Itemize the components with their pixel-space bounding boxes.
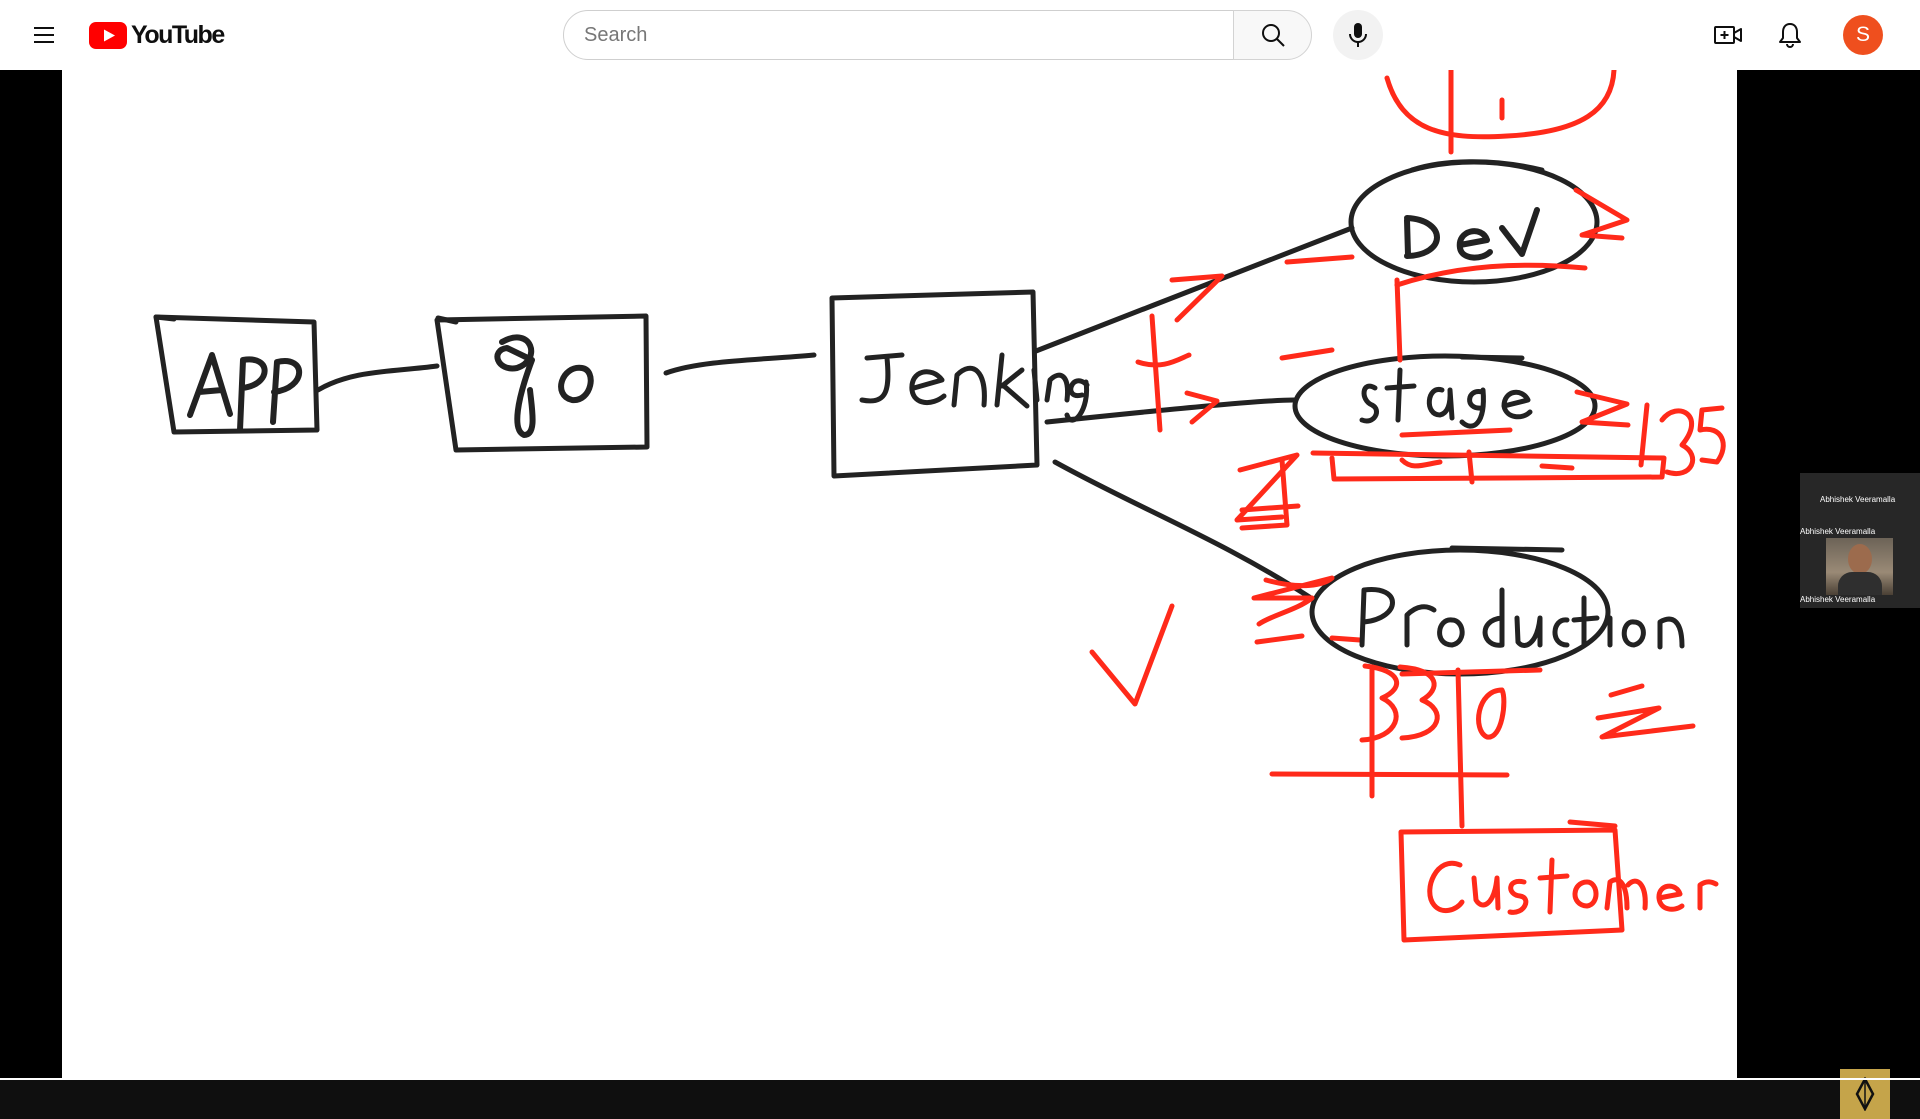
menu-icon — [34, 27, 54, 43]
masthead: YouTube S — [0, 0, 1920, 70]
notifications-button[interactable] — [1768, 15, 1812, 55]
webcam-label-top: Abhishek Veeramalla — [1820, 495, 1896, 504]
menu-button[interactable] — [24, 15, 64, 55]
node-stage — [1359, 367, 1533, 429]
account-avatar[interactable]: S — [1843, 15, 1883, 55]
create-video-icon — [1714, 26, 1742, 44]
create-button[interactable] — [1706, 15, 1750, 55]
diamond-logo-icon — [1855, 1077, 1875, 1111]
youtube-logo-icon — [89, 21, 127, 49]
webcam-label-bottom: Abhishek Veeramalla — [1800, 595, 1876, 604]
node-dev — [1404, 207, 1540, 261]
progress-track[interactable] — [0, 1078, 1920, 1080]
channel-watermark-badge[interactable] — [1840, 1069, 1890, 1119]
presenter-video — [1826, 538, 1893, 595]
logo-text: YouTube — [131, 20, 225, 49]
presenter-shirt — [1838, 572, 1882, 595]
youtube-logo[interactable]: YouTube — [89, 20, 225, 49]
microphone-icon — [1349, 23, 1367, 47]
whiteboard-drawing — [62, 70, 1737, 1080]
node-production — [1359, 587, 1685, 650]
search-box — [563, 10, 1234, 60]
webcam-label-mid: Abhishek Veeramalla — [1800, 527, 1876, 536]
node-customers — [1427, 857, 1719, 915]
voice-search-button[interactable] — [1333, 10, 1383, 60]
notifications-bell-icon — [1779, 23, 1801, 48]
presenter-face — [1848, 544, 1872, 574]
search-button[interactable] — [1233, 10, 1312, 60]
video-player[interactable]: Abhishek Veeramalla Abhishek Veeramalla … — [0, 70, 1920, 1119]
node-app — [187, 352, 303, 433]
red-ink-annotations — [1089, 70, 1726, 943]
node-go — [494, 334, 594, 438]
search-icon — [1261, 24, 1285, 47]
node-jenkins — [859, 352, 1090, 423]
search-input[interactable] — [564, 11, 1233, 59]
webcam-overlay: Abhishek Veeramalla Abhishek Veeramalla … — [1800, 473, 1920, 608]
